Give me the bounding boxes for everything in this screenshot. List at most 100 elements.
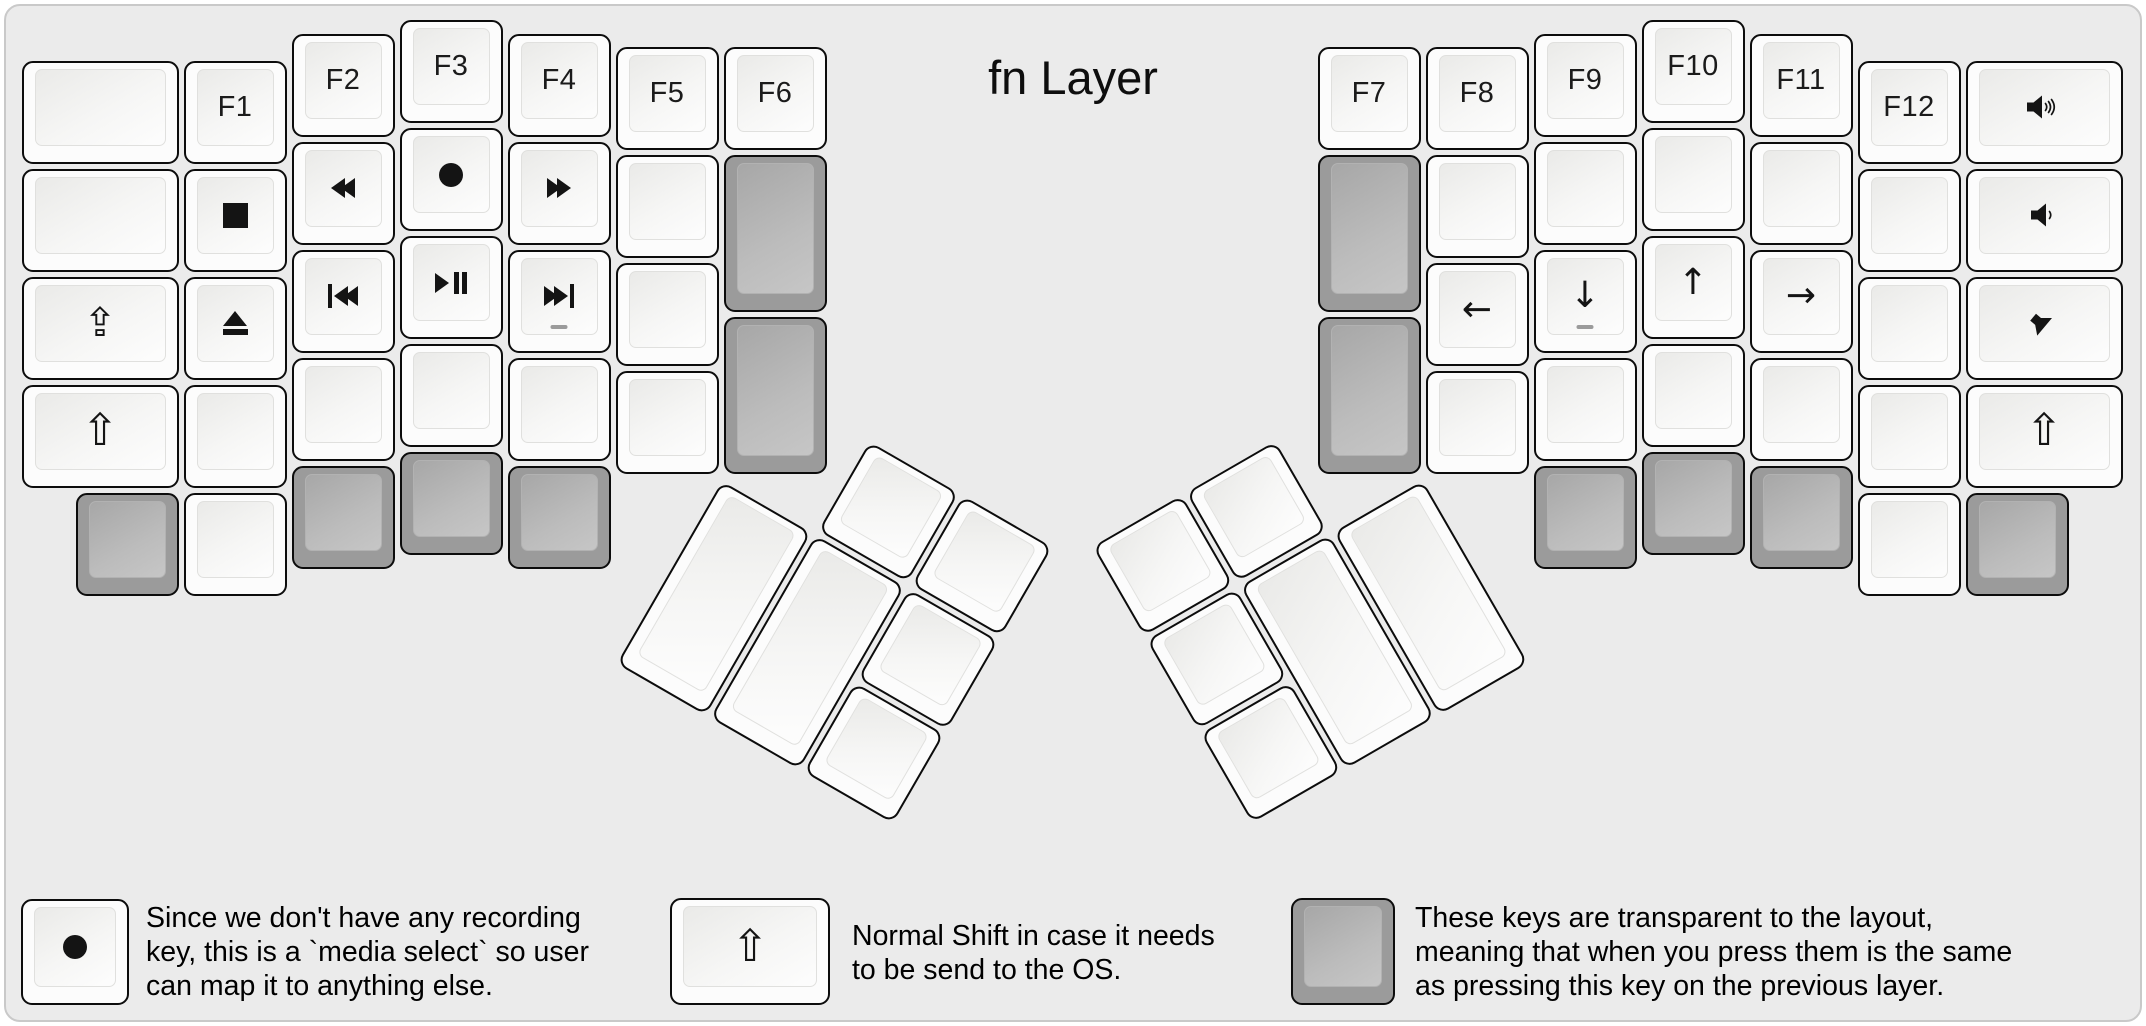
record-icon	[63, 935, 87, 959]
legend-line: to be send to the OS.	[852, 954, 1122, 986]
keycap-surface	[34, 176, 166, 254]
key-f4[interactable]: F4	[507, 33, 611, 137]
key-blank[interactable]	[615, 371, 719, 474]
key-transparent[interactable]	[723, 317, 827, 474]
key-f7[interactable]: F7	[1317, 47, 1421, 150]
key-blank[interactable]	[1857, 492, 1961, 596]
ffwd-icon	[547, 178, 571, 198]
key-blank[interactable]	[615, 263, 719, 366]
key-label: F3	[433, 50, 469, 82]
key-transparent-sample	[1291, 898, 1395, 1005]
key-f10[interactable]: F10	[1641, 20, 1745, 123]
key-play-pause[interactable]	[399, 236, 503, 339]
key-blank[interactable]	[1857, 168, 1961, 272]
keycap-surface	[1438, 379, 1516, 456]
legend-line: These keys are transparent to the layout…	[1415, 902, 1934, 934]
keycap-surface	[736, 163, 814, 294]
keycap-surface: ⇧	[34, 392, 166, 470]
key-blank[interactable]	[1857, 276, 1961, 380]
key-f6[interactable]: F6	[723, 47, 827, 150]
key-f1[interactable]: F1	[183, 60, 287, 164]
key-rewind[interactable]	[291, 141, 395, 245]
key-transparent[interactable]	[1749, 465, 1853, 569]
stop-icon	[222, 202, 248, 228]
key-blank[interactable]	[507, 357, 611, 461]
key-f8[interactable]: F8	[1425, 47, 1529, 150]
keycap-surface: F12	[1870, 68, 1948, 146]
key-blank[interactable]	[1425, 155, 1529, 258]
key-f3[interactable]: F3	[399, 20, 503, 123]
keycap-surface: ⇪	[34, 284, 166, 362]
legend-line: meaning that when you press them is the …	[1415, 936, 2013, 968]
key-label: F7	[1351, 77, 1387, 109]
key-caps-lock[interactable]: ⇪	[21, 276, 179, 380]
keycap-surface	[520, 365, 598, 443]
key-blank[interactable]	[183, 492, 287, 596]
key-f9[interactable]: F9	[1533, 33, 1637, 137]
key-blank[interactable]	[615, 155, 719, 258]
mute-icon	[2029, 308, 2059, 338]
key-blank[interactable]	[1749, 357, 1853, 461]
key-blank[interactable]	[399, 344, 503, 447]
key-blank[interactable]	[1641, 128, 1745, 231]
key-shift-left[interactable]: ⇧	[21, 384, 179, 488]
key-transparent[interactable]	[507, 465, 611, 569]
keycap-surface	[1870, 392, 1948, 470]
key-label: F5	[649, 77, 685, 109]
key-transparent[interactable]	[723, 155, 827, 312]
homing-bar	[1576, 325, 1594, 329]
page-title: fn Layer	[988, 51, 1158, 104]
key-arrow-right[interactable]: →	[1749, 249, 1853, 353]
key-transparent[interactable]	[1965, 492, 2069, 596]
key-eject[interactable]	[183, 276, 287, 380]
key-blank[interactable]	[1857, 384, 1961, 488]
keycap-surface: →	[1762, 257, 1840, 335]
keycap-surface	[1654, 460, 1732, 537]
key-blank[interactable]	[1425, 371, 1529, 474]
keycap-surface: ←	[1438, 271, 1516, 348]
key-volume-up[interactable]	[1965, 60, 2123, 164]
key-arrow-down[interactable]: ↓	[1533, 249, 1637, 353]
keycap-surface	[304, 149, 382, 227]
key-blank[interactable]	[21, 60, 179, 164]
keycap-surface	[1654, 352, 1732, 429]
key-transparent[interactable]	[1317, 155, 1421, 312]
key-blank[interactable]	[21, 168, 179, 272]
up-icon: ↑	[1677, 261, 1709, 303]
key-label: F12	[1883, 90, 1935, 123]
key-arrow-left[interactable]: ←	[1425, 263, 1529, 366]
key-blank[interactable]	[1533, 141, 1637, 245]
keycap-surface: F10	[1654, 28, 1732, 105]
key-fast-forward[interactable]	[507, 141, 611, 245]
keycap-surface	[1546, 365, 1624, 443]
key-blank[interactable]	[183, 384, 287, 488]
key-record[interactable]	[399, 128, 503, 231]
key-blank[interactable]	[1641, 344, 1745, 447]
key-transparent[interactable]	[1317, 317, 1421, 474]
key-prev-track[interactable]	[291, 249, 395, 353]
key-f5[interactable]: F5	[615, 47, 719, 150]
right-icon: →	[1785, 275, 1817, 316]
key-blank[interactable]	[1749, 141, 1853, 245]
keycap-surface	[838, 453, 944, 559]
key-transparent[interactable]	[399, 452, 503, 555]
key-stop[interactable]	[183, 168, 287, 272]
key-next-track[interactable]	[507, 249, 611, 353]
key-volume-down[interactable]	[1965, 168, 2123, 272]
key-label: F1	[217, 90, 253, 123]
key-transparent[interactable]	[75, 492, 179, 596]
key-arrow-up[interactable]: ↑	[1641, 236, 1745, 339]
key-record-sample	[21, 899, 129, 1005]
key-f12[interactable]: F12	[1857, 60, 1961, 164]
key-transparent[interactable]	[1533, 465, 1637, 569]
key-mute[interactable]	[1965, 276, 2123, 380]
key-blank[interactable]	[1533, 357, 1637, 461]
key-transparent[interactable]	[291, 465, 395, 569]
key-shift-right[interactable]: ⇧	[1965, 384, 2123, 488]
key-transparent[interactable]	[1641, 452, 1745, 555]
key-f2[interactable]: F2	[291, 33, 395, 137]
legend-text-shift: Normal Shift in case it needs to be send…	[852, 919, 1215, 987]
key-blank[interactable]	[291, 357, 395, 461]
key-f11[interactable]: F11	[1749, 33, 1853, 137]
